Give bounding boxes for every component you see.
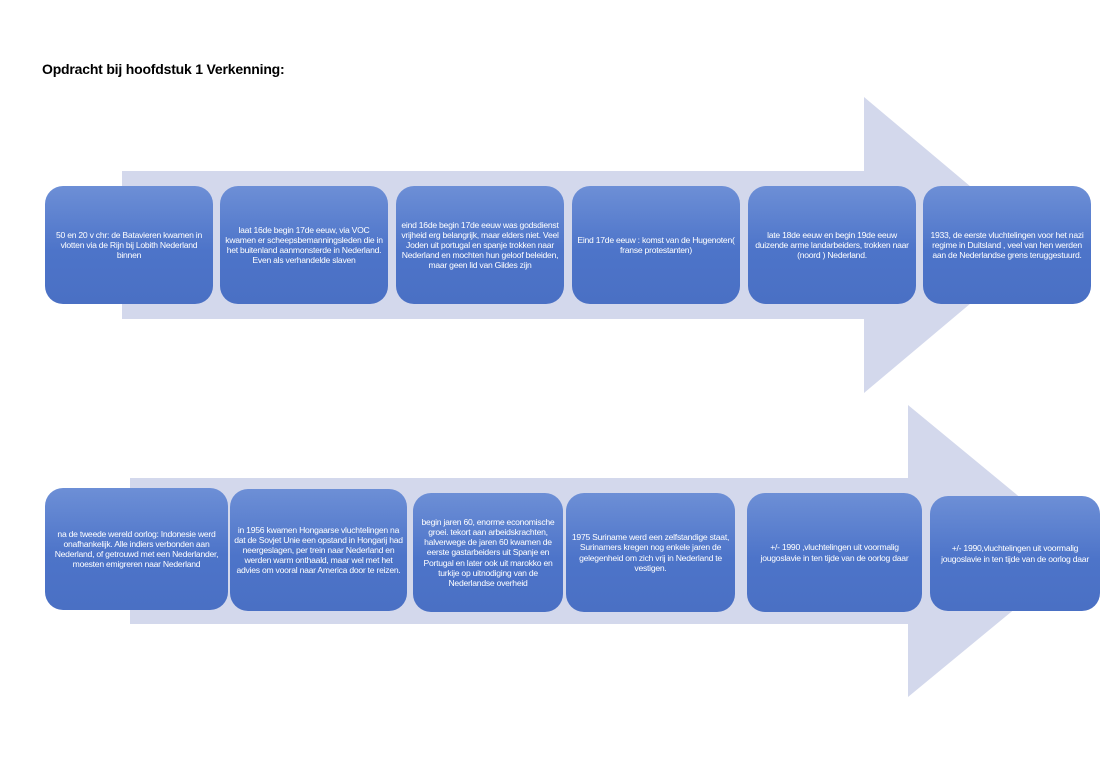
timeline-2-event-4: 1975 Suriname werd een zelfstandige staa… [566, 493, 735, 612]
timeline-2-event-1: na de tweede wereld oorlog: Indonesie we… [45, 488, 228, 610]
event-text: begin jaren 60, enorme economische groei… [421, 517, 555, 588]
timeline-2-event-3: begin jaren 60, enorme economische groei… [413, 493, 563, 612]
timeline-2-event-2: in 1956 kwamen Hongaarse vluchtelingen n… [230, 489, 407, 611]
timeline-1-event-2: laat 16de begin 17de eeuw, via VOC kwame… [220, 186, 388, 304]
timeline-1-event-6: 1933, de eerste vluchtelingen voor het n… [923, 186, 1091, 304]
event-text: laat 16de begin 17de eeuw, via VOC kwame… [225, 224, 383, 266]
timeline-2-event-6: +/- 1990,vluchtelingen uit voormalig jou… [930, 496, 1100, 611]
event-text: eind 16de begin 17de eeuw was godsdienst… [401, 219, 559, 271]
timeline-1-event-3: eind 16de begin 17de eeuw was godsdienst… [396, 186, 564, 304]
event-text: 1933, de eerste vluchtelingen voor het n… [930, 229, 1084, 261]
event-text: Eind 17de eeuw : komst van de Hugenoten(… [577, 234, 735, 255]
event-text: in 1956 kwamen Hongaarse vluchtelingen n… [234, 524, 403, 576]
event-text: +/- 1990,vluchtelingen uit voormalig jou… [941, 543, 1089, 564]
event-text: 1975 Suriname werd een zelfstandige staa… [571, 532, 730, 573]
page-title: Opdracht bij hoofdstuk 1 Verkenning: [42, 61, 285, 77]
event-text: +/- 1990 ,vluchtelingen uit voormalig jo… [760, 542, 909, 563]
timeline-1-event-1: 50 en 20 v chr: de Batavieren kwamen in … [45, 186, 213, 304]
event-text: 50 en 20 v chr: de Batavieren kwamen in … [56, 229, 202, 261]
timeline-1-event-5: late 18de eeuw en begin 19de eeuw duizen… [748, 186, 916, 304]
timeline-2-event-5: +/- 1990 ,vluchtelingen uit voormalig jo… [747, 493, 922, 612]
event-text: na de tweede wereld oorlog: Indonesie we… [54, 528, 219, 570]
timeline-1-event-4: Eind 17de eeuw : komst van de Hugenoten(… [572, 186, 740, 304]
event-text: late 18de eeuw en begin 19de eeuw duizen… [755, 229, 909, 261]
